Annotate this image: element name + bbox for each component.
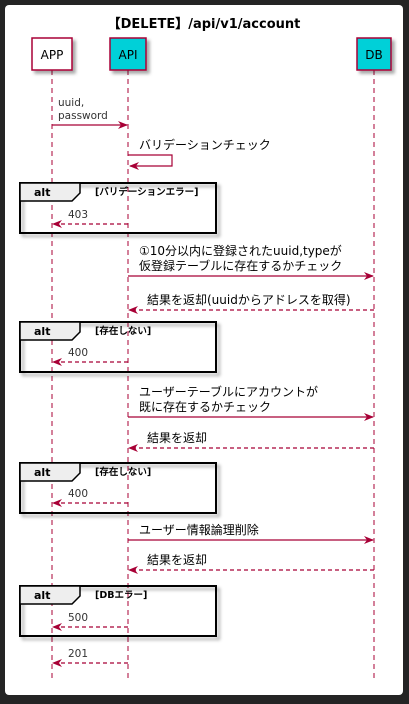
message-label: バリデーションチェック bbox=[139, 137, 271, 152]
diagram-title: 【DELETE】/api/v1/account bbox=[108, 16, 301, 32]
message-label: 結果を返却(uuidからアドレスを取得) bbox=[147, 292, 351, 307]
diagram-frame bbox=[5, 5, 403, 695]
messages: uuid,password バリデーションチェック 403 ①10分以内に登録されたu… bbox=[52, 97, 374, 667]
message-label: 結果を返却 bbox=[147, 431, 207, 445]
alt-fragments: alt [バリデーションエラー] alt [存在しない] alt [存在しない] alt [D… bbox=[19, 182, 217, 637]
alt-keyword: alt bbox=[34, 186, 50, 199]
alt-fragment: alt [DBエラー] bbox=[19, 585, 217, 637]
message-label: password bbox=[58, 110, 108, 122]
participants: APP API DB bbox=[31, 37, 392, 71]
message-6: 400 bbox=[52, 347, 128, 366]
alt-fragment: alt [存在しない] bbox=[19, 462, 217, 514]
lifelines bbox=[51, 70, 375, 680]
alt-keyword: alt bbox=[34, 466, 50, 479]
message-label: 仮登録テーブルに存在するかチェック bbox=[139, 258, 342, 273]
participant-app[interactable]: APP bbox=[31, 37, 73, 71]
message-label: ユーザーテーブルにアカウントが bbox=[139, 384, 318, 399]
message-label: 結果を返却 bbox=[147, 553, 207, 567]
alt-fragment: alt [バリデーションエラー] bbox=[19, 182, 217, 234]
message-label: 400 bbox=[68, 488, 88, 500]
message-8: 結果を返却 bbox=[128, 431, 374, 452]
participant-db[interactable]: DB bbox=[356, 37, 392, 71]
message-5: 結果を返却(uuidからアドレスを取得) bbox=[128, 292, 374, 314]
participant-api[interactable]: API bbox=[109, 37, 147, 71]
alt-frame bbox=[19, 182, 217, 234]
message-label: 400 bbox=[68, 347, 88, 359]
message-1: uuid,password bbox=[52, 97, 128, 129]
alt-condition: [存在しない] bbox=[95, 325, 151, 337]
alt-condition: [DBエラー] bbox=[95, 590, 147, 601]
message-label: ①10分以内に登録されたuuid,typeが bbox=[139, 243, 342, 258]
message-3: 403 bbox=[52, 209, 128, 228]
self-message-arrow bbox=[128, 154, 173, 170]
alt-fragment: alt [存在しない] bbox=[19, 321, 217, 373]
alt-tab bbox=[19, 585, 81, 605]
alt-condition: [存在しない] bbox=[95, 466, 151, 478]
message-label: uuid, bbox=[58, 97, 84, 109]
alt-tab bbox=[19, 462, 81, 482]
message-label: ユーザー情報論理削除 bbox=[139, 522, 259, 537]
message-13: 201 bbox=[52, 648, 128, 667]
message-label: 500 bbox=[68, 612, 88, 624]
alt-frame bbox=[19, 321, 217, 373]
message-label: 既に存在するかチェック bbox=[139, 400, 271, 414]
alt-tab bbox=[19, 182, 81, 202]
message-2: バリデーションチェック bbox=[128, 137, 271, 170]
participant-label: DB bbox=[365, 48, 382, 62]
alt-frame bbox=[19, 462, 217, 514]
message-label: 201 bbox=[68, 648, 88, 660]
alt-keyword: alt bbox=[34, 589, 50, 602]
message-10: ユーザー情報論理削除 bbox=[128, 522, 374, 544]
participant-label: APP bbox=[41, 48, 64, 62]
message-9: 400 bbox=[52, 488, 128, 507]
alt-frame bbox=[19, 585, 217, 637]
message-label: 403 bbox=[68, 209, 88, 221]
participant-box bbox=[109, 37, 147, 71]
alt-tab bbox=[19, 321, 81, 341]
alt-condition: [バリデーションエラー] bbox=[95, 186, 199, 198]
message-12: 500 bbox=[52, 612, 128, 631]
alt-keyword: alt bbox=[34, 325, 50, 338]
message-11: 結果を返却 bbox=[128, 553, 374, 574]
participant-box bbox=[31, 37, 73, 71]
participant-label: API bbox=[119, 48, 138, 62]
participant-box bbox=[356, 37, 392, 71]
